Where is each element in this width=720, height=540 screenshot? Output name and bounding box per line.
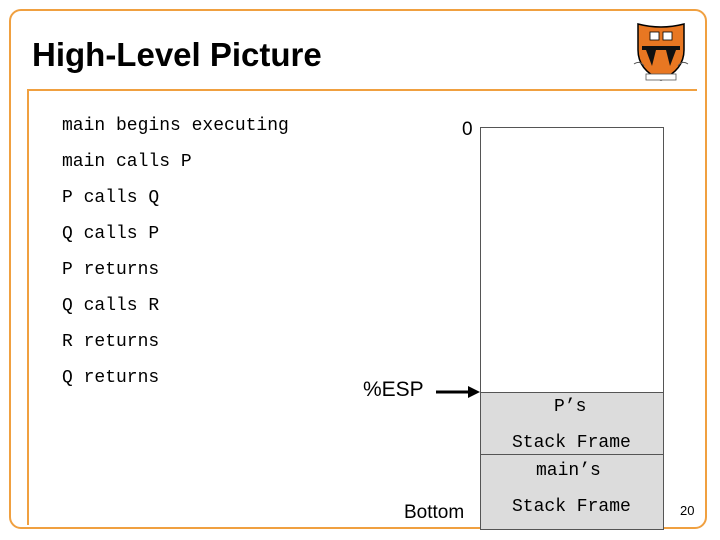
slide-frame bbox=[9, 9, 707, 529]
step-5: P returns bbox=[62, 260, 160, 280]
stack-frame-main bbox=[480, 454, 664, 530]
princeton-shield-icon bbox=[633, 23, 689, 81]
stack-frame-p bbox=[480, 392, 664, 455]
stack-frame-p-label: Stack Frame bbox=[512, 433, 631, 453]
esp-arrow-icon bbox=[436, 386, 480, 398]
left-divider bbox=[27, 89, 29, 525]
step-2: main calls P bbox=[62, 152, 192, 172]
stack-frame-p-owner: P’s bbox=[554, 397, 587, 417]
page-number: 20 bbox=[680, 503, 695, 518]
step-7: R returns bbox=[62, 332, 160, 352]
esp-label: %ESP bbox=[363, 378, 424, 401]
step-6: Q calls R bbox=[62, 296, 160, 316]
step-4: Q calls P bbox=[62, 224, 160, 244]
step-8: Q returns bbox=[62, 368, 160, 388]
step-1: main begins executing bbox=[62, 116, 289, 136]
stack-frame-main-owner: main’s bbox=[536, 461, 601, 481]
title-divider bbox=[27, 89, 697, 91]
stack-top-label: 0 bbox=[462, 119, 473, 140]
stack-bottom-label: Bottom bbox=[404, 502, 465, 523]
stack-frame-main-label: Stack Frame bbox=[512, 497, 631, 517]
slide-title: High-Level Picture bbox=[32, 36, 322, 73]
step-3: P calls Q bbox=[62, 188, 160, 208]
